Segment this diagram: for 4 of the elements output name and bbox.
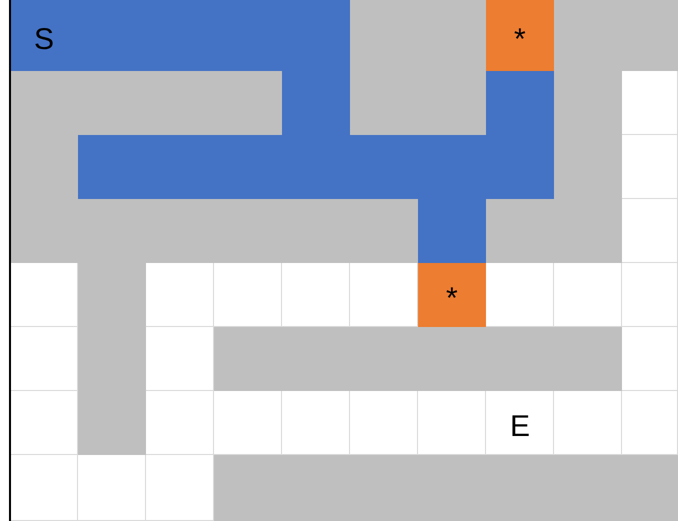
cell-label: S [34,24,54,54]
cell-label: * [514,24,526,54]
cell-label: E [510,412,530,442]
cell-label: * [446,284,458,314]
